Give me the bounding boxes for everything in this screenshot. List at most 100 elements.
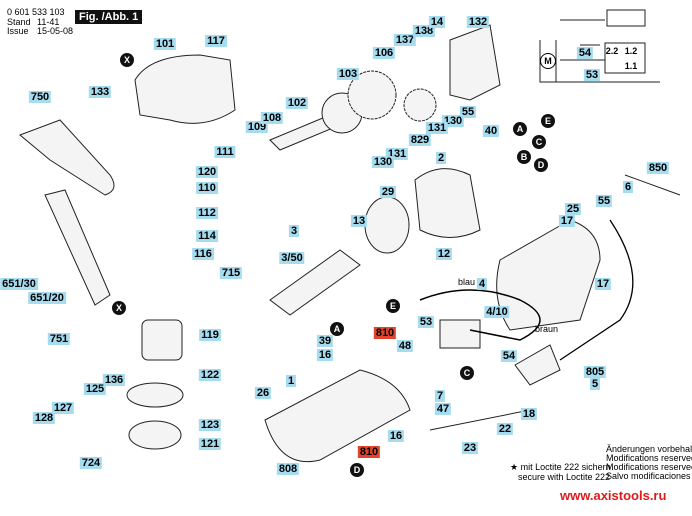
part-label: 47 [434,403,452,415]
part-label: 109 [245,121,269,133]
part-label: 128 [32,412,56,424]
part-label: 138 [412,25,436,37]
part-label: 14 [428,16,446,28]
part-label: 25 [564,203,582,215]
plug [514,344,561,386]
contact-2-2: 2.2 [605,46,619,56]
part-label: 136 [102,374,126,386]
part-label: 750 [28,91,52,103]
callout-x: X [112,301,126,315]
loctite-note-de: ★ mit Loctite 222 sichern [510,462,611,472]
part-label: 130 [371,156,395,168]
issue-value: 15-05-08 [37,26,74,36]
callout-e: E [541,114,555,128]
circuit-label-54: 54 [576,47,594,59]
part-label: 131 [425,122,449,134]
part-label: 5 [589,378,601,390]
part-number: 0 601 533 103 [7,7,65,17]
armature [269,249,361,316]
part-label: 137 [393,34,417,46]
switch-rod [429,409,531,431]
motor-symbol: M [540,53,556,69]
part-label: 651/20 [28,292,66,304]
part-label: 39 [316,335,334,347]
callout-d: D [534,158,548,172]
part-label: 16 [387,430,405,442]
part-label: 133 [88,86,112,98]
circuit-diagram [539,9,660,83]
part-label: 23 [461,442,479,454]
modifications-de: Änderungen vorbehalten [606,444,692,454]
part-label: 101 [153,38,177,50]
loctite-note-en: secure with Loctite 222 [518,472,611,482]
watermark-url: www.axistools.ru [560,488,667,503]
part-label: 2 [435,152,447,164]
contact-1-2: 1.2 [624,46,638,56]
part-label: 108 [260,112,284,124]
part-label: 29 [379,186,397,198]
callout-x: X [120,53,134,67]
part-label: 13 [350,215,368,227]
part-label: 55 [595,195,613,207]
wire-label-brown: braun [535,324,559,334]
angle-head-housing [134,54,236,124]
part-label: 850 [646,162,670,174]
part-label: 40 [482,125,500,137]
clamp-nut [141,319,183,361]
part-label: 111 [214,146,236,158]
part-label-highlighted: 810 [357,446,381,458]
part-label: 120 [195,166,219,178]
callout-a: A [513,122,527,136]
gear-106 [347,70,397,120]
part-label: 103 [336,68,360,80]
part-label: 110 [196,182,218,194]
main-housing [264,369,411,463]
fan-baffle [364,196,410,254]
part-label: 122 [198,369,222,381]
part-label: 119 [199,329,221,341]
part-label: 16 [316,349,334,361]
part-label: 54 [500,350,518,362]
motor-housing [496,219,601,331]
figure-title: Fig. /Abb. 1 [75,10,143,24]
part-label: 116 [192,248,214,260]
part-label: 808 [276,463,300,475]
part-label: 132 [466,16,490,28]
stand-value: 11-41 [37,17,60,27]
part-label: 123 [198,419,222,431]
part-label: 48 [396,340,414,352]
part-label: 7 [434,390,446,402]
power-cable [559,219,634,361]
part-label: 3/50 [279,252,305,264]
ring-nut [128,420,182,450]
part-label: 829 [408,134,432,146]
callout-d: D [350,463,364,477]
stator [414,168,481,238]
part-label: 106 [372,47,396,59]
callout-e: E [386,299,400,313]
part-label: 17 [594,278,612,290]
wire-label-blue: blau [458,277,476,287]
callout-b: B [517,150,531,164]
switch [439,319,481,349]
gear-829 [403,88,437,122]
part-label: 724 [79,457,103,469]
part-label: 114 [196,230,218,242]
collet [126,382,184,408]
part-label: 1 [285,375,297,387]
part-label: 102 [285,97,309,109]
part-label: 3 [288,225,300,237]
part-label: 127 [51,402,75,414]
contact-1-1: 1.1 [624,61,638,71]
callout-c: C [532,135,546,149]
part-label: 18 [520,408,538,420]
part-label: 121 [198,438,222,450]
part-label: 117 [205,35,227,47]
side-handle [19,119,115,196]
part-label: 53 [417,316,435,328]
circuit-label-53: 53 [583,69,601,81]
part-label: 12 [435,248,453,260]
part-label: 112 [196,207,218,219]
gear-cover [449,24,501,101]
